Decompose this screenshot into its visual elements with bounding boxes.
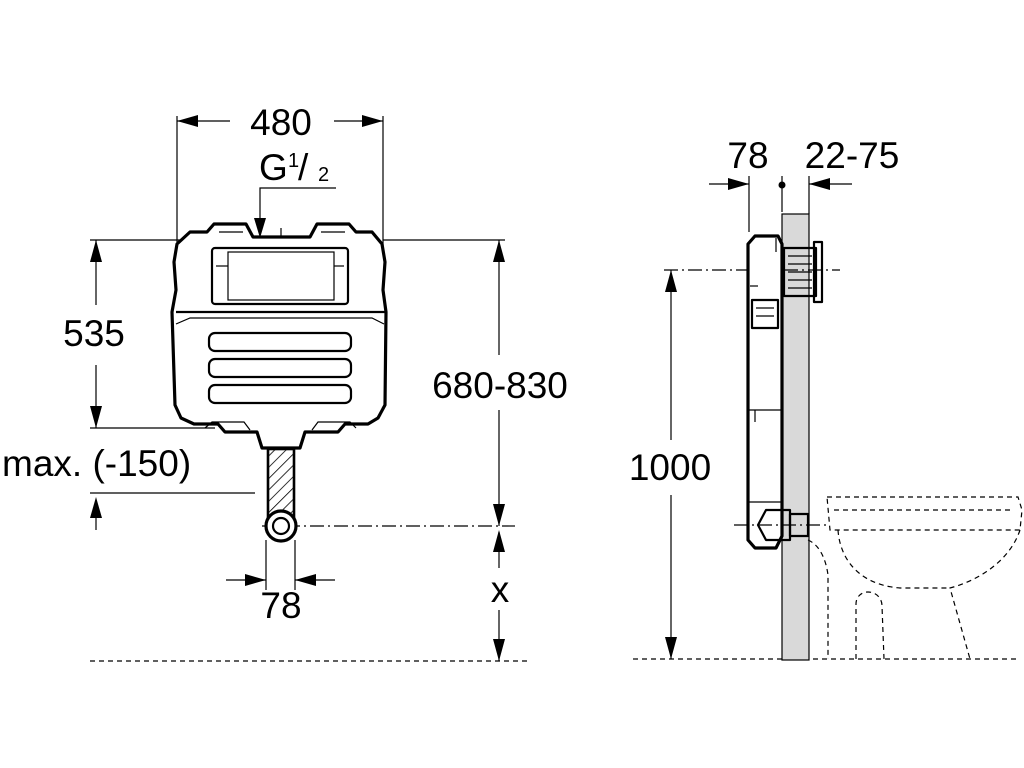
side-height-label: 1000 (629, 447, 711, 488)
side-depth-label: 78 (727, 135, 768, 176)
outlet-width-label: 78 (260, 585, 301, 626)
floor-offset-label: x (491, 569, 510, 610)
connection-label-main: G (259, 147, 288, 188)
cistern-side (734, 234, 830, 550)
floor-offset-dimension: x (491, 530, 510, 661)
install-range-label: 680-830 (432, 365, 568, 406)
width-label: 480 (250, 102, 312, 143)
width-dimension: 480 (176, 102, 384, 246)
outlet-pipe (264, 447, 298, 543)
max-adjust-label: max. (-150) (2, 443, 191, 484)
height-label: 535 (63, 313, 125, 354)
svg-text:G: G (259, 147, 288, 188)
connection-label-sub: 2 (318, 164, 329, 186)
cistern-front (170, 222, 388, 450)
connection-label-slash: / (298, 147, 309, 188)
install-range-dimension: 680-830 (383, 239, 568, 526)
wall (781, 213, 810, 661)
connection-label: G 1 / 2 (254, 147, 336, 238)
toilet-bowl (807, 496, 1023, 660)
wall-range-dimension: 22-75 (778, 135, 900, 214)
front-view: 480 G 1 / 2 535 (2, 102, 568, 662)
connection-label-sup: 1 (288, 150, 299, 172)
side-view: 78 22-75 1000 (629, 135, 1023, 661)
side-height-dimension: 1000 (629, 269, 840, 659)
side-depth-dimension: 78 (709, 135, 769, 232)
outlet-width-dimension: 78 (226, 540, 335, 626)
max-adjust-dimension: max. (-150) (2, 443, 255, 530)
wall-range-label: 22-75 (805, 135, 900, 176)
